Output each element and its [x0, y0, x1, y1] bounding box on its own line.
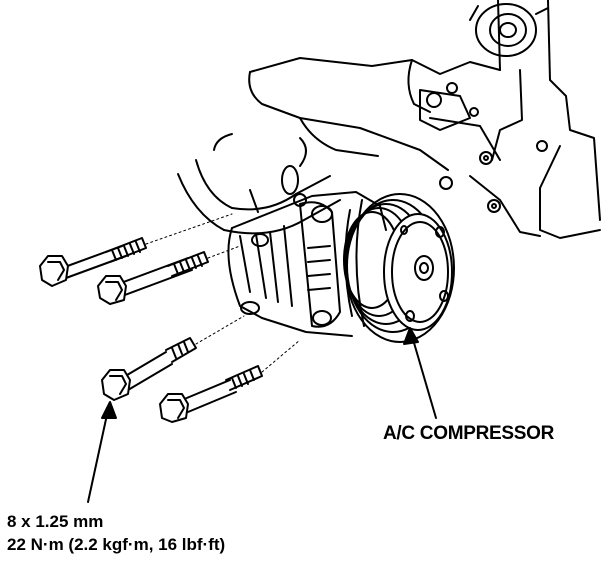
- refrigerant-hoses: [178, 134, 340, 233]
- mounting-bolt-3: [102, 316, 244, 400]
- compressor-label: A/C COMPRESSOR: [383, 423, 555, 444]
- compressor-body: [228, 192, 386, 336]
- bolt-torque-label: 22 N·m (2.2 kgf·m, 16 lbf·ft): [7, 535, 226, 554]
- mounting-bolt-1: [40, 214, 232, 286]
- compressor-callout-arrow: [404, 328, 436, 418]
- bolt-spec-callout-arrow: [88, 402, 116, 502]
- engine-block: [249, 0, 600, 238]
- bolt-size-label: 8 x 1.25 mm: [7, 512, 104, 531]
- compressor-clutch-pulley: [344, 194, 454, 342]
- idler-pulley: [470, 4, 548, 56]
- mounting-bolt-2: [98, 246, 240, 304]
- mounting-bolt-4: [160, 340, 300, 422]
